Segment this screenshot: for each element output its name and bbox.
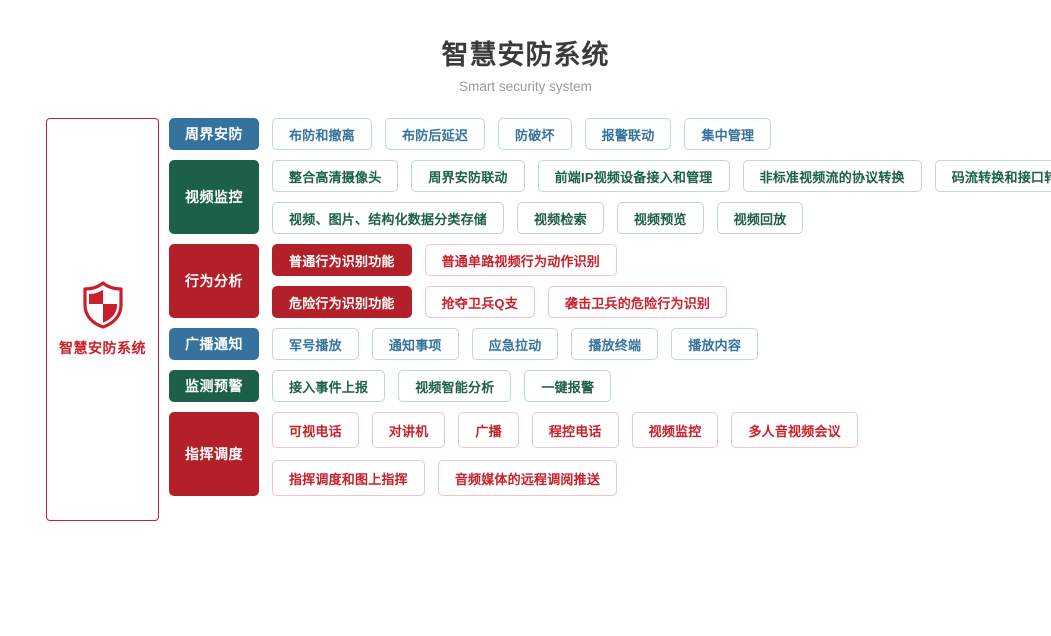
feature-chip[interactable]: 视频、图片、结构化数据分类存储	[272, 202, 505, 234]
feature-chip[interactable]: 通知事项	[371, 328, 459, 360]
chip-row: 军号播放通知事项应急拉动播放终端播放内容	[272, 328, 1051, 360]
chip-row: 布防和撤离布防后延迟防破坏报警联动集中管理	[272, 118, 1051, 150]
feature-chip[interactable]: 集中管理	[684, 118, 772, 150]
feature-chip[interactable]: 危险行为识别功能	[272, 286, 412, 318]
category-group: 监测预警接入事件上报视频智能分析一键报警	[169, 370, 1051, 402]
feature-chip[interactable]: 一键报警	[524, 370, 612, 402]
category-items: 普通行为识别功能普通单路视频行为动作识别危险行为识别功能抢夺卫兵Q支袭击卫兵的危…	[272, 244, 1051, 318]
feature-chip[interactable]: 广播	[458, 412, 519, 448]
page-title: 智慧安防系统	[441, 40, 610, 70]
feature-chip[interactable]: 周界安防联动	[411, 160, 525, 192]
feature-chip[interactable]: 抢夺卫兵Q支	[424, 286, 535, 318]
feature-chip[interactable]: 码流转换和接口转换	[934, 160, 1051, 192]
feature-chip[interactable]: 报警联动	[584, 118, 672, 150]
feature-chip[interactable]: 程控电话	[531, 412, 619, 448]
feature-chip[interactable]: 音频媒体的远程调阅推送	[437, 460, 618, 496]
feature-chip[interactable]: 布防和撤离	[272, 118, 373, 150]
category-items: 军号播放通知事项应急拉动播放终端播放内容	[272, 328, 1051, 360]
feature-chip[interactable]: 袭击卫兵的危险行为识别	[547, 286, 728, 318]
category-group: 周界安防布防和撤离布防后延迟防破坏报警联动集中管理	[169, 118, 1051, 150]
category-group: 行为分析普通行为识别功能普通单路视频行为动作识别危险行为识别功能抢夺卫兵Q支袭击…	[169, 244, 1051, 318]
feature-chip[interactable]: 普通单路视频行为动作识别	[424, 244, 618, 276]
feature-chip[interactable]: 整合高清摄像头	[272, 160, 399, 192]
feature-chip[interactable]: 军号播放	[272, 328, 359, 360]
feature-chip[interactable]: 播放内容	[671, 328, 759, 360]
category-label-5[interactable]: 指挥调度	[169, 412, 259, 496]
feature-chip[interactable]: 布防后延迟	[385, 118, 486, 150]
feature-chip[interactable]: 非标准视频流的协议转换	[742, 160, 922, 192]
feature-chip[interactable]: 对讲机	[371, 412, 446, 448]
shield-icon	[81, 281, 125, 329]
category-group: 指挥调度可视电话对讲机广播程控电话视频监控多人音视频会议指挥调度和图上指挥音频媒…	[169, 412, 1051, 496]
category-label-0[interactable]: 周界安防	[169, 118, 259, 150]
feature-chip[interactable]: 视频监控	[631, 412, 719, 448]
feature-chip[interactable]: 防破坏	[498, 118, 572, 150]
root-node-card[interactable]: 智慧安防系统	[46, 118, 159, 521]
category-label-1[interactable]: 视频监控	[169, 160, 259, 234]
category-items: 可视电话对讲机广播程控电话视频监控多人音视频会议指挥调度和图上指挥音频媒体的远程…	[272, 412, 1051, 496]
feature-chip[interactable]: 普通行为识别功能	[272, 244, 412, 276]
chip-row: 可视电话对讲机广播程控电话视频监控多人音视频会议	[272, 412, 1051, 448]
group-list: 周界安防布防和撤离布防后延迟防破坏报警联动集中管理视频监控整合高清摄像头周界安防…	[169, 118, 1051, 496]
feature-chip[interactable]: 指挥调度和图上指挥	[272, 460, 425, 496]
category-items: 接入事件上报视频智能分析一键报警	[272, 370, 1051, 402]
feature-chip[interactable]: 前端IP视频设备接入和管理	[537, 160, 730, 192]
chip-row: 整合高清摄像头周界安防联动前端IP视频设备接入和管理非标准视频流的协议转换码流转…	[272, 160, 1051, 192]
chip-row: 指挥调度和图上指挥音频媒体的远程调阅推送	[272, 460, 1051, 496]
feature-chip[interactable]: 多人音视频会议	[731, 412, 858, 448]
page-subtitle: Smart security system	[459, 79, 592, 94]
chip-row: 普通行为识别功能普通单路视频行为动作识别	[272, 244, 1051, 276]
feature-chip[interactable]: 视频智能分析	[398, 370, 512, 402]
category-items: 布防和撤离布防后延迟防破坏报警联动集中管理	[272, 118, 1051, 150]
chip-row: 视频、图片、结构化数据分类存储视频检索视频预览视频回放	[272, 202, 1051, 234]
category-items: 整合高清摄像头周界安防联动前端IP视频设备接入和管理非标准视频流的协议转换码流转…	[272, 160, 1051, 234]
feature-chip[interactable]: 视频预览	[616, 202, 704, 234]
category-group: 视频监控整合高清摄像头周界安防联动前端IP视频设备接入和管理非标准视频流的协议转…	[169, 160, 1051, 234]
feature-chip[interactable]: 接入事件上报	[272, 370, 386, 402]
feature-chip[interactable]: 可视电话	[272, 412, 359, 448]
category-label-3[interactable]: 广播通知	[169, 328, 259, 360]
chip-row: 危险行为识别功能抢夺卫兵Q支袭击卫兵的危险行为识别	[272, 286, 1051, 318]
category-label-4[interactable]: 监测预警	[169, 370, 259, 402]
feature-chip[interactable]: 视频检索	[517, 202, 604, 234]
page-header: 智慧安防系统 Smart security system	[0, 0, 1051, 96]
feature-chip[interactable]: 视频回放	[716, 202, 804, 234]
root-node-label: 智慧安防系统	[59, 340, 146, 356]
feature-chip[interactable]: 应急拉动	[471, 328, 559, 360]
chip-row: 接入事件上报视频智能分析一键报警	[272, 370, 1051, 402]
diagram-board: 智慧安防系统 周界安防布防和撤离布防后延迟防破坏报警联动集中管理视频监控整合高清…	[0, 118, 1051, 521]
category-group: 广播通知军号播放通知事项应急拉动播放终端播放内容	[169, 328, 1051, 360]
category-label-2[interactable]: 行为分析	[169, 244, 259, 318]
feature-chip[interactable]: 播放终端	[571, 328, 659, 360]
